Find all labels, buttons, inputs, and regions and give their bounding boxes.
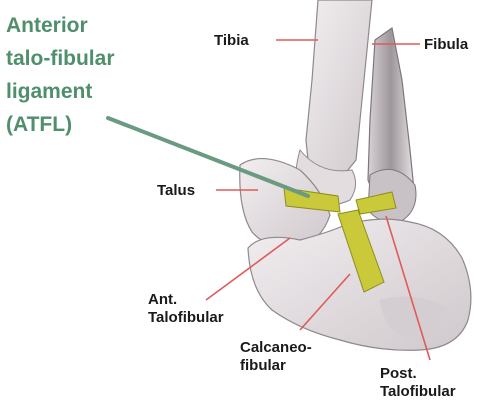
- ant-talofibular-label-line-1: Ant.: [148, 291, 177, 308]
- atfl-heading-line-2: talo-fibular: [6, 47, 115, 70]
- atfl-heading: Anterior talo-fibular ligament (ATFL): [6, 14, 120, 136]
- fibula-label: Fibula: [424, 36, 469, 53]
- calcaneofibular-label: Calcaneo- fibular: [240, 339, 316, 374]
- post-talofibular-label-line-2: Talofibular: [380, 383, 456, 400]
- tibia-label: Tibia: [214, 32, 249, 49]
- ant-talofibular-label-line-2: Talofibular: [148, 309, 224, 326]
- calcaneofibular-label-line-1: Calcaneo-: [240, 339, 312, 356]
- tibia-bone: [306, 0, 372, 180]
- post-talofibular-label-line-1: Post.: [380, 365, 417, 382]
- atfl-heading-line-4: (ATFL): [6, 113, 72, 136]
- calcaneofibular-label-line-2: fibular: [240, 357, 286, 374]
- atfl-heading-line-3: ligament: [6, 80, 92, 103]
- atfl-heading-line-1: Anterior: [6, 14, 88, 37]
- atfl-pointer: [108, 118, 308, 196]
- talus-label: Talus: [157, 182, 195, 199]
- post-talofibular-label: Post. Talofibular: [380, 365, 456, 400]
